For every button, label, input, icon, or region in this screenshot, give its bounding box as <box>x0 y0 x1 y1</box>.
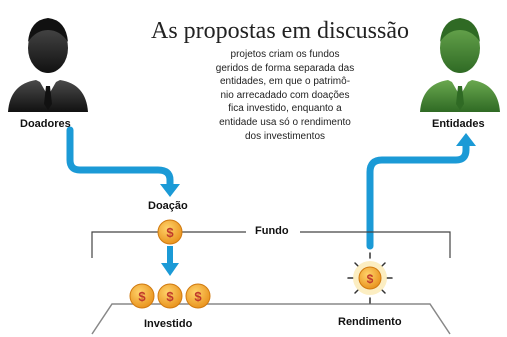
entity-person-icon <box>420 18 500 112</box>
label-rendimento: Rendimento <box>338 316 402 328</box>
label-doadores: Doadores <box>20 118 71 130</box>
svg-text:$: $ <box>367 272 374 286</box>
label-entidades: Entidades <box>432 118 485 130</box>
description-line: projetos criam os fundos <box>230 49 340 60</box>
invest-arrow-icon <box>161 246 179 276</box>
label-investido: Investido <box>144 318 193 330</box>
fund-box <box>91 231 451 335</box>
description-line: nio arrecadado com doações <box>220 89 350 101</box>
description-line: geridos de forma separada das <box>215 62 355 74</box>
svg-text:$: $ <box>138 289 146 304</box>
donor-person-icon <box>8 18 88 112</box>
diagram-description: projetos criam os fundos geridos de form… <box>190 48 380 143</box>
yield-arrow-icon <box>366 133 476 250</box>
diagram-title: As propostas em discussão <box>151 18 409 44</box>
donation-arrow-icon <box>66 126 180 197</box>
description-line: fica investido, enquanto a <box>228 103 342 115</box>
svg-text:$: $ <box>166 225 174 240</box>
description-line: entidades, em que o patrimô- <box>219 76 351 88</box>
yield-coin-icon: $ <box>347 252 393 304</box>
label-doacao: Doação <box>148 200 188 212</box>
svg-text:$: $ <box>166 289 174 304</box>
donation-coin-icon: $ <box>157 219 183 245</box>
invested-coins-icon: $ $ $ <box>129 283 211 309</box>
description-line: dos investimentos <box>244 130 326 142</box>
description-line: entidade usa só o rendimento <box>219 116 351 128</box>
label-fundo: Fundo <box>255 225 289 237</box>
svg-text:$: $ <box>194 289 202 304</box>
